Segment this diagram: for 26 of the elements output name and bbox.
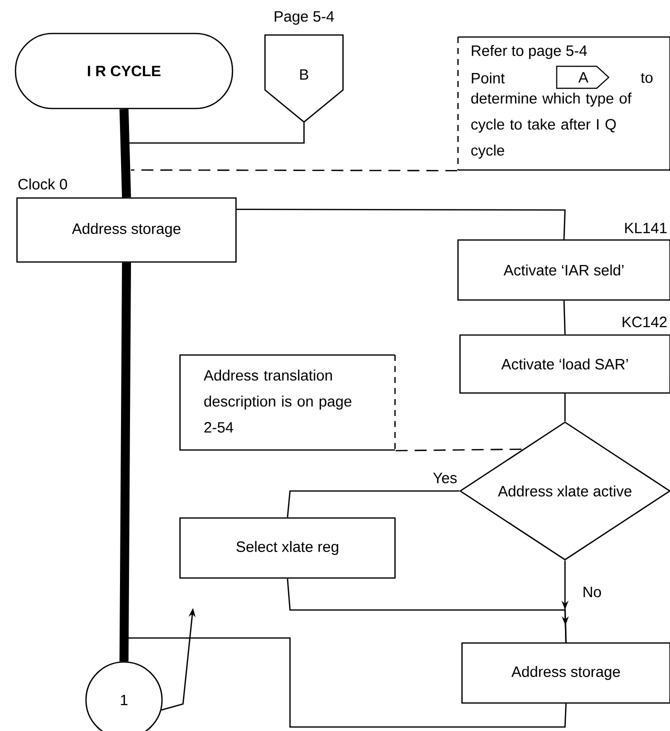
connector [123, 637, 567, 728]
process-box: Select xlate reg [179, 517, 396, 579]
connector [396, 448, 523, 452]
connector [286, 490, 460, 518]
process-box: Address storage [16, 197, 237, 263]
connector [236, 208, 566, 240]
edge-label: Yes [432, 472, 458, 484]
offpage-connector: A [556, 66, 610, 89]
page-reference: Page 5-4 [274, 11, 334, 25]
edge-label: No [581, 586, 603, 598]
note-box: Address translation description is on page 2-54 [179, 354, 396, 451]
clock-label: Clock 0 [18, 178, 68, 190]
connector [564, 394, 566, 422]
connector [563, 300, 566, 334]
process-box: Activate ‘IAR seld’ [457, 239, 670, 301]
connector [120, 262, 131, 662]
connector [120, 109, 131, 198]
signal-label: KL141 [625, 222, 667, 234]
terminal-box: I R CYCLE [14, 32, 234, 110]
process-box: Activate ‘load SAR’ [459, 334, 670, 394]
connector [123, 122, 305, 198]
arrow [286, 578, 569, 642]
process-box: Address storage [461, 642, 670, 704]
connector [131, 169, 458, 172]
offpage-connector: B [264, 34, 344, 123]
signal-label: KC142 [622, 316, 667, 328]
